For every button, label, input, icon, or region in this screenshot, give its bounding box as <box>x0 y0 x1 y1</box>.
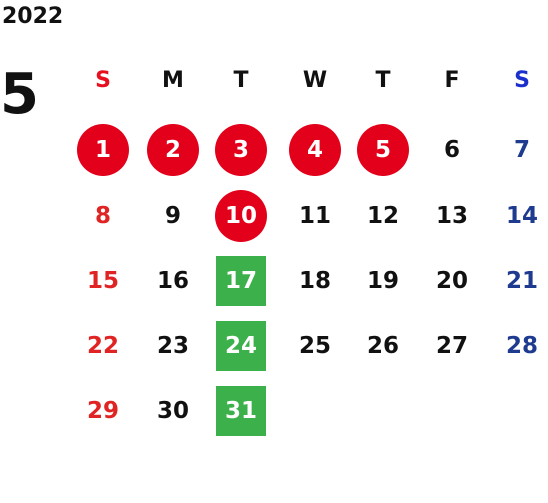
calendar-day: 8 <box>94 202 111 229</box>
calendar-day: 29 <box>86 397 119 424</box>
month-number: 5 <box>0 62 39 127</box>
calendar-day: 26 <box>366 332 399 359</box>
calendar-day: 18 <box>298 267 331 294</box>
calendar-day: 13 <box>435 202 468 229</box>
holiday-day: 10 <box>215 190 267 242</box>
calendar-day: 7 <box>513 136 530 163</box>
holiday-day: 4 <box>289 124 341 176</box>
weekday-header-sun: S <box>95 68 111 93</box>
weekday-header-mon: M <box>162 68 184 93</box>
holiday-day: 2 <box>147 124 199 176</box>
calendar-day: 27 <box>435 332 468 359</box>
holiday-day: 5 <box>357 124 409 176</box>
calendar-day: 22 <box>86 332 119 359</box>
weekday-header-wed: W <box>302 68 328 93</box>
calendar-day: 6 <box>443 136 460 163</box>
calendar-day: 15 <box>86 267 119 294</box>
calendar-day: 20 <box>435 267 468 294</box>
calendar-day: 11 <box>298 202 331 229</box>
calendar-day: 16 <box>156 267 189 294</box>
year-label: 2022 <box>2 4 64 29</box>
weekday-header-fri: F <box>444 68 460 93</box>
calendar-day: 23 <box>156 332 189 359</box>
highlighted-day: 24 <box>216 321 266 371</box>
calendar-day: 14 <box>505 202 538 229</box>
calendar-day: 28 <box>505 332 538 359</box>
holiday-day: 1 <box>77 124 129 176</box>
calendar-day: 9 <box>164 202 181 229</box>
weekday-header-sat: S <box>514 68 530 93</box>
highlighted-day: 17 <box>216 256 266 306</box>
calendar-day: 25 <box>298 332 331 359</box>
calendar-day: 21 <box>505 267 538 294</box>
weekday-header-tue: T <box>233 68 249 93</box>
calendar-day: 30 <box>156 397 189 424</box>
calendar-day: 12 <box>366 202 399 229</box>
calendar-day: 19 <box>366 267 399 294</box>
highlighted-day: 31 <box>216 386 266 436</box>
weekday-header-thu: T <box>375 68 391 93</box>
holiday-day: 3 <box>215 124 267 176</box>
